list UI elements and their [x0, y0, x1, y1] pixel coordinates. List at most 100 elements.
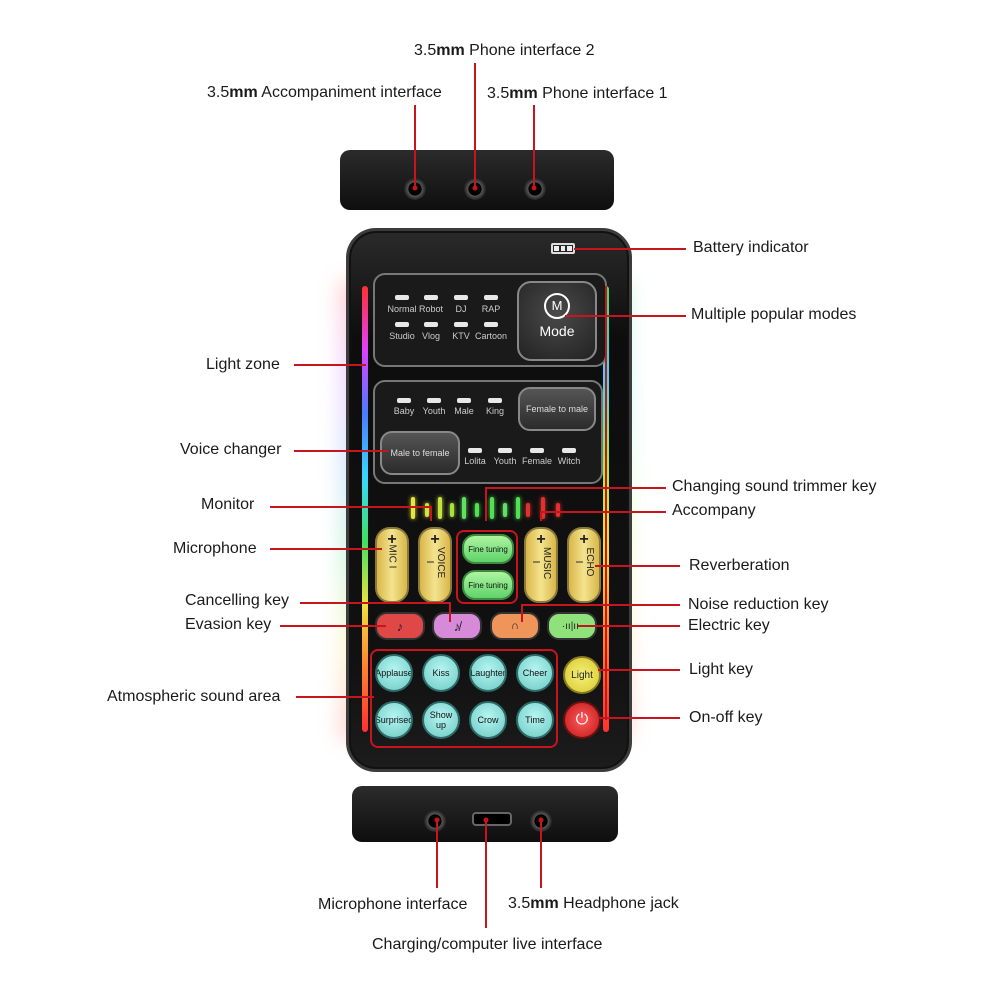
mode-led — [454, 295, 468, 300]
voice-led — [562, 448, 576, 453]
plus-icon: + — [387, 531, 397, 548]
headphone-jack — [530, 810, 552, 832]
voice-label-king: King — [485, 406, 504, 416]
voice-label-youth: Youth — [493, 456, 517, 466]
mode-label-ktv: KTV — [452, 331, 470, 341]
mode-led — [424, 295, 438, 300]
sound-button-applause[interactable]: Applause — [375, 654, 413, 692]
mode-button[interactable]: M Mode — [517, 281, 597, 361]
level-led — [526, 503, 530, 517]
mode-label-rap: RAP — [481, 304, 501, 314]
mode-label-normal: Normal — [387, 304, 417, 314]
headphone-icon: ∩ — [511, 620, 519, 632]
label-electric-key: Electric key — [688, 617, 770, 634]
label-evasion-key: Evasion key — [185, 616, 272, 633]
power-icon: ⏻ — [575, 711, 589, 728]
level-led — [462, 497, 466, 519]
power-button[interactable]: ⏻ — [563, 701, 601, 739]
voice-led — [488, 398, 502, 403]
label-voice-changer: Voice changer — [180, 441, 282, 458]
waveform-icon: ·ıı|ıı· — [561, 620, 583, 632]
light-button-label: Light — [571, 669, 593, 681]
light-bar-left — [362, 286, 368, 732]
mode-led — [484, 295, 498, 300]
label-microphone-interface: Microphone interface — [318, 896, 468, 913]
mode-label-vlog: Vlog — [421, 331, 440, 341]
label-light-zone: Light zone — [206, 356, 280, 373]
cancelling-button[interactable]: ♪̸ — [432, 612, 482, 640]
mode-button-label: Mode — [539, 323, 575, 339]
level-led — [411, 497, 415, 519]
label-onoff-key: On-off key — [689, 709, 763, 726]
slider-label: VOICE I — [424, 547, 446, 579]
label-accompany: Accompany — [672, 502, 756, 519]
label-phone-interface-1: 3.5mm Phone interface 1 — [487, 85, 668, 102]
usb-port — [472, 812, 512, 826]
sound-button-cheer[interactable]: Cheer — [516, 654, 554, 692]
mode-led — [395, 295, 409, 300]
light-button[interactable]: Light — [563, 656, 601, 694]
cancelling-icon: ♪̸ — [453, 618, 461, 634]
fine-tuning-down-button[interactable]: Fine tuning — [462, 570, 514, 600]
sound-button-time[interactable]: Time — [516, 701, 554, 739]
plus-icon: + — [536, 531, 546, 548]
label-noise-reduction-key: Noise reduction key — [688, 596, 829, 613]
slider-label: MIC I — [386, 544, 398, 569]
mode-led — [424, 322, 438, 327]
slider-label: MUSIC I — [530, 547, 552, 580]
label-atmospheric-area: Atmospheric sound area — [107, 688, 281, 705]
level-led — [516, 497, 520, 519]
label-cancelling-key: Cancelling key — [185, 592, 290, 609]
voice-label-lolita: Lolita — [464, 456, 486, 466]
label-monitor: Monitor — [201, 496, 255, 513]
male-to-female-button[interactable]: Male to female — [380, 431, 460, 475]
voice-led — [427, 398, 441, 403]
sound-button-crow[interactable]: Crow — [469, 701, 507, 739]
level-led — [541, 497, 545, 519]
slider-echo[interactable]: +ECHO I — [567, 527, 601, 603]
label-reverberation: Reverberation — [689, 557, 790, 574]
slider-mic[interactable]: +MIC I — [375, 527, 409, 603]
label-trimmer-key: Changing sound trimmer key — [672, 478, 877, 495]
battery-icon — [551, 243, 575, 254]
slider-label: ECHO I — [573, 547, 595, 577]
mode-m-icon: M — [544, 293, 570, 319]
evasion-button[interactable]: ♪ — [375, 612, 425, 640]
bottom-edge-view — [352, 786, 618, 842]
fine-tuning-box — [456, 530, 518, 604]
voice-label-youth: Youth — [422, 406, 446, 416]
label-phone-interface-2: 3.5mm Phone interface 2 — [414, 42, 595, 59]
slider-music[interactable]: +MUSIC I — [524, 527, 558, 603]
voice-label-witch: Witch — [557, 456, 581, 466]
mode-led — [484, 322, 498, 327]
voice-led — [498, 448, 512, 453]
female-to-male-button[interactable]: Female to male — [518, 387, 596, 431]
sound-button-show-up[interactable]: Show up — [422, 701, 460, 739]
microphone-jack — [424, 810, 446, 832]
label-battery-indicator: Battery indicator — [693, 239, 809, 256]
phone1-jack — [524, 178, 546, 200]
electric-button[interactable]: ·ıı|ıı· — [547, 612, 597, 640]
level-led — [450, 503, 454, 517]
sound-button-laughter[interactable]: Laughter — [469, 654, 507, 692]
fine-tuning-up-button[interactable]: Fine tuning — [462, 534, 514, 564]
noise-reduction-button[interactable]: ∩ — [490, 612, 540, 640]
mode-led — [454, 322, 468, 327]
mode-label-dj: DJ — [455, 304, 467, 314]
slider-voice[interactable]: +VOICE I — [418, 527, 452, 603]
accompaniment-jack — [404, 178, 426, 200]
plus-icon: + — [430, 531, 440, 548]
level-led — [425, 503, 429, 517]
label-popular-modes: Multiple popular modes — [691, 306, 857, 323]
mode-label-robot: Robot — [418, 304, 444, 314]
voice-label-female: Female — [521, 456, 552, 466]
evasion-icon: ♪ — [396, 618, 404, 634]
plus-icon: + — [579, 531, 589, 548]
mode-led — [395, 322, 409, 327]
label-accompaniment-interface: 3.5mm Accompaniment interface — [207, 84, 442, 101]
sound-button-surprised[interactable]: Surprised — [375, 701, 413, 739]
label-microphone: Microphone — [173, 540, 257, 557]
sound-button-kiss[interactable]: Kiss — [422, 654, 460, 692]
label-charging-interface: Charging/computer live interface — [372, 936, 603, 953]
level-led — [556, 503, 560, 517]
